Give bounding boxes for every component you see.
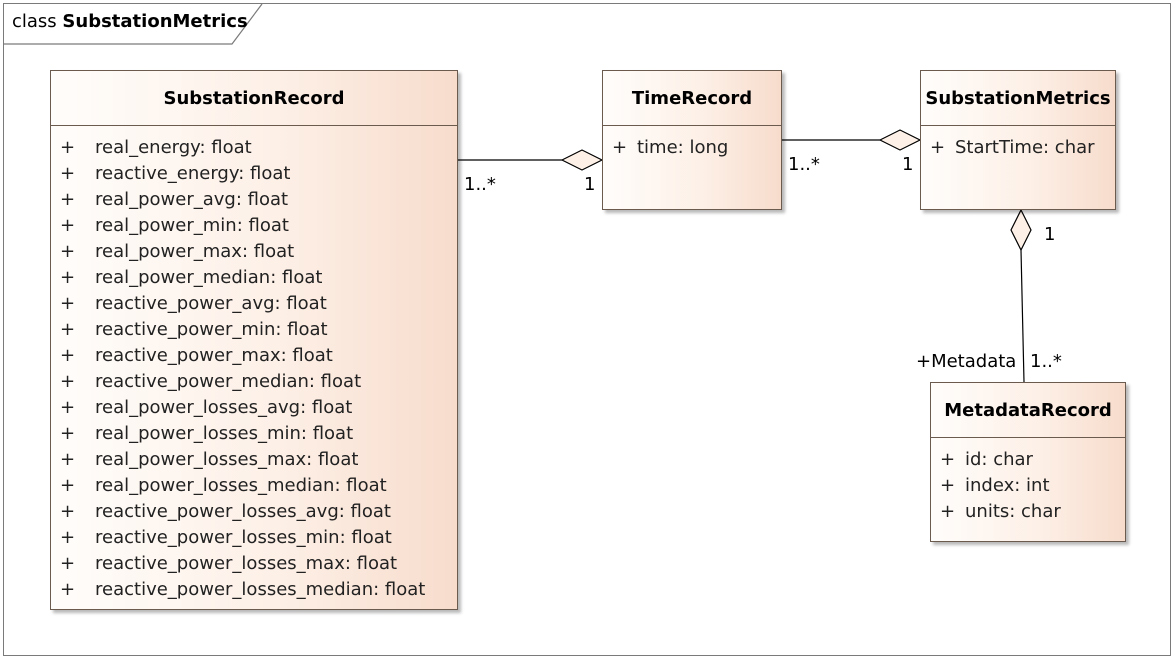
attribute-row: + real_power_losses_max: float [51, 446, 457, 472]
class-time-record[interactable]: TimeRecord + time: long [602, 70, 782, 210]
attribute-list: + StartTime: char [921, 126, 1115, 160]
association-time-metrics[interactable] [782, 129, 922, 151]
attribute-text: real_energy: float [95, 136, 252, 158]
attribute-row: + reactive_power_avg: float [51, 290, 457, 316]
aggregation-diamond [1010, 208, 1032, 252]
visibility-marker: + [60, 370, 76, 392]
attribute-list: + real_energy: float + reactive_energy: flo… [51, 126, 457, 602]
class-substation-record[interactable]: SubstationRecord + real_energy: float + rea… [50, 70, 458, 610]
attribute-text: reactive_power_losses_median: float [95, 578, 426, 600]
aggregation-diamond [560, 149, 604, 171]
visibility-marker: + [60, 214, 76, 236]
attribute-text: reactive_power_losses_min: float [95, 526, 392, 548]
multiplicity-label: 1..* [1030, 351, 1062, 372]
visibility-marker: + [60, 396, 76, 418]
frame-keyword: class [12, 11, 57, 32]
attribute-list: + id: char + index: int + units: char [931, 438, 1125, 524]
attribute-text: reactive_power_min: float [95, 318, 328, 340]
attribute-text: real_power_losses_median: float [95, 474, 387, 496]
visibility-marker: + [60, 552, 76, 574]
visibility-marker: + [60, 448, 76, 470]
multiplicity-label: 1 [1044, 224, 1056, 245]
attribute-text: real_power_median: float [95, 266, 323, 288]
attribute-list: + time: long [603, 126, 781, 160]
visibility-marker: + [60, 240, 76, 262]
association-metadata-metrics[interactable] [1010, 208, 1032, 383]
class-name: SubstationMetrics [921, 71, 1115, 126]
visibility-marker: + [60, 162, 76, 184]
visibility-marker: + [612, 136, 628, 158]
visibility-marker: + [60, 318, 76, 340]
visibility-marker: + [60, 266, 76, 288]
visibility-marker: + [60, 526, 76, 548]
attribute-text: reactive_energy: float [95, 162, 291, 184]
attribute-row: + reactive_energy: float [51, 160, 457, 186]
class-metadata-record[interactable]: MetadataRecord + id: char + index: int + unit… [930, 382, 1126, 542]
attribute-row: + reactive_power_max: float [51, 342, 457, 368]
attribute-row: + real_power_median: float [51, 264, 457, 290]
attribute-text: reactive_power_avg: float [95, 292, 327, 314]
attribute-row: + real_energy: float [51, 134, 457, 160]
class-substation-metrics[interactable]: SubstationMetrics + StartTime: char [920, 70, 1116, 210]
attribute-row: + real_power_avg: float [51, 186, 457, 212]
attribute-text: real_power_max: float [95, 240, 295, 262]
attribute-text: reactive_power_losses_max: float [95, 552, 398, 574]
visibility-marker: + [60, 500, 76, 522]
attribute-text: reactive_power_median: float [95, 370, 362, 392]
multiplicity-label: 1 [902, 154, 914, 175]
attribute-text: id: char [965, 448, 1033, 470]
diagram-frame [3, 3, 1171, 656]
attribute-row: + index: int [931, 472, 1125, 498]
attribute-row: + time: long [603, 134, 781, 160]
visibility-marker: + [60, 474, 76, 496]
attribute-text: units: char [965, 500, 1061, 522]
attribute-text: StartTime: char [955, 136, 1095, 158]
attribute-text: real_power_min: float [95, 214, 289, 236]
attribute-text: real_power_avg: float [95, 188, 289, 210]
multiplicity-label: 1..* [464, 174, 496, 195]
visibility-marker: + [940, 448, 956, 470]
aggregation-diamond [878, 129, 922, 151]
role-label: +Metadata [916, 351, 1017, 372]
visibility-marker: + [60, 188, 76, 210]
attribute-text: reactive_power_max: float [95, 344, 333, 366]
attribute-row: + real_power_min: float [51, 212, 457, 238]
attribute-text: real_power_losses_max: float [95, 448, 359, 470]
attribute-text: reactive_power_losses_avg: float [95, 500, 391, 522]
attribute-row: + id: char [931, 446, 1125, 472]
attribute-text: real_power_losses_avg: float [95, 396, 353, 418]
attribute-row: + real_power_losses_median: float [51, 472, 457, 498]
class-name: MetadataRecord [931, 383, 1125, 438]
attribute-text: time: long [637, 136, 729, 158]
multiplicity-label: 1 [584, 174, 596, 195]
frame-name: SubstationMetrics [62, 11, 248, 32]
class-name: SubstationRecord [51, 71, 457, 126]
visibility-marker: + [930, 136, 946, 158]
attribute-row: + reactive_power_losses_median: float [51, 576, 457, 602]
visibility-marker: + [940, 474, 956, 496]
attribute-text: real_power_losses_min: float [95, 422, 354, 444]
attribute-text: index: int [965, 474, 1050, 496]
multiplicity-label: 1..* [788, 154, 820, 175]
attribute-row: + reactive_power_losses_avg: float [51, 498, 457, 524]
visibility-marker: + [60, 136, 76, 158]
visibility-marker: + [60, 344, 76, 366]
attribute-row: + units: char [931, 498, 1125, 524]
attribute-row: + reactive_power_losses_min: float [51, 524, 457, 550]
visibility-marker: + [60, 292, 76, 314]
attribute-row: + reactive_power_median: float [51, 368, 457, 394]
attribute-row: + StartTime: char [921, 134, 1115, 160]
frame-tab [3, 3, 263, 45]
frame-title: class SubstationMetrics [12, 11, 248, 32]
attribute-row: + reactive_power_min: float [51, 316, 457, 342]
visibility-marker: + [60, 578, 76, 600]
visibility-marker: + [60, 422, 76, 444]
attribute-row: + real_power_max: float [51, 238, 457, 264]
association-record-time[interactable] [458, 149, 604, 171]
class-name: TimeRecord [603, 71, 781, 126]
attribute-row: + real_power_losses_avg: float [51, 394, 457, 420]
visibility-marker: + [940, 500, 956, 522]
attribute-row: + reactive_power_losses_max: float [51, 550, 457, 576]
attribute-row: + real_power_losses_min: float [51, 420, 457, 446]
